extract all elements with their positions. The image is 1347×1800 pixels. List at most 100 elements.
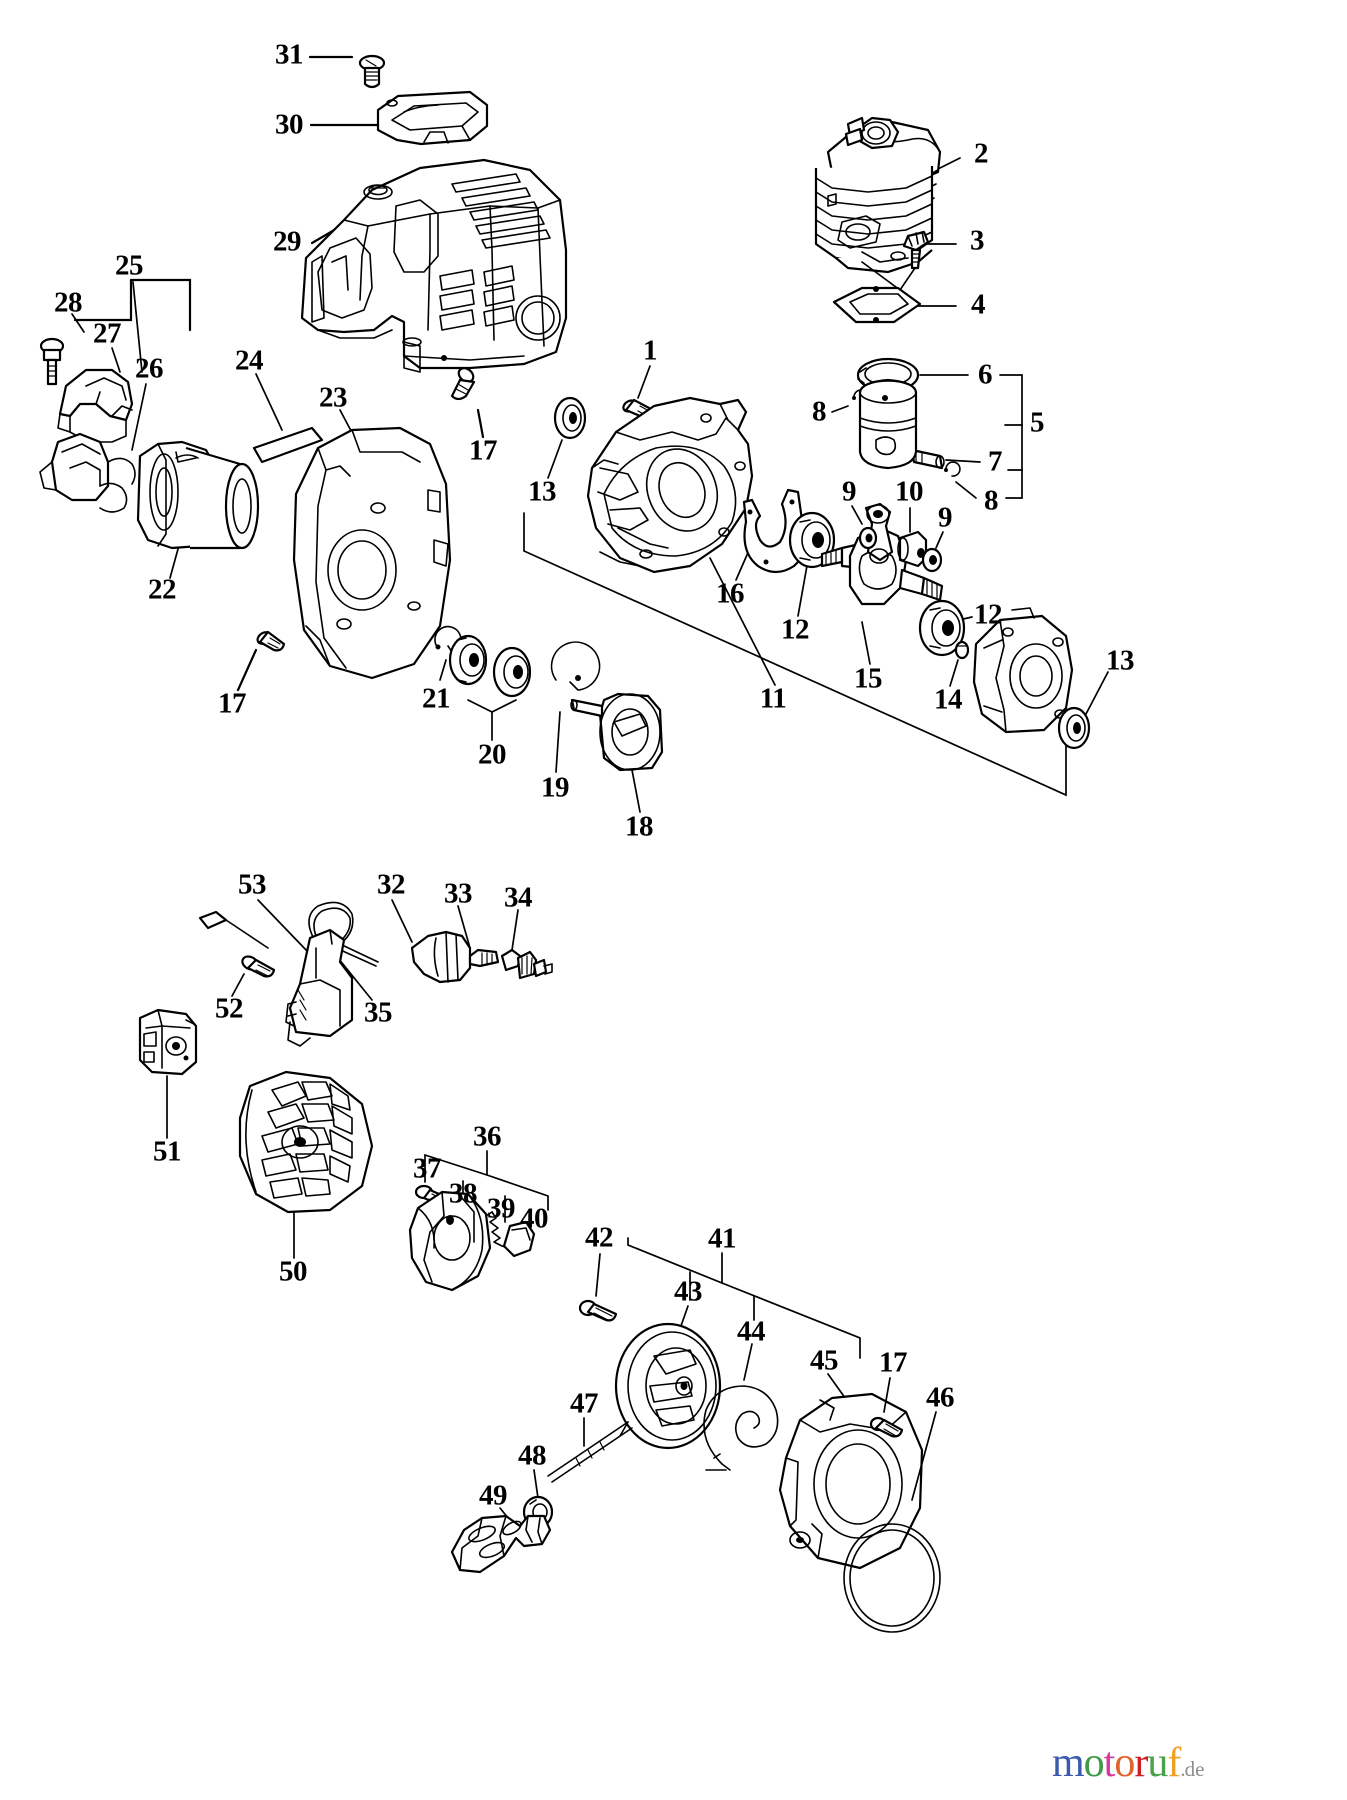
watermark-letter: o bbox=[1083, 1740, 1105, 1786]
callout-31-screw-clip: 31 bbox=[275, 38, 304, 71]
part-2-cylinder bbox=[814, 116, 961, 274]
callout-30-cover-clip: 30 bbox=[275, 108, 304, 141]
callout-12-crank-bearing-left: 12 bbox=[781, 613, 810, 646]
callout-23-clutch-housing-cover: 23 bbox=[319, 381, 348, 414]
callout-35-ignition-coil: 35 bbox=[364, 996, 393, 1029]
part-42-starter-screw bbox=[578, 1253, 618, 1322]
part-24-shim-plate bbox=[252, 373, 324, 464]
callout-10-needle-bearing: 10 bbox=[895, 475, 924, 508]
part-11-crankcase-right-half bbox=[972, 607, 1074, 734]
callout-29-engine-cover: 29 bbox=[273, 225, 302, 258]
part-8-circlip-right bbox=[944, 461, 977, 499]
part-10-needle-bearing bbox=[897, 507, 928, 568]
part-23-clutch-housing-cover bbox=[292, 409, 452, 680]
callout-9-thrust-washer-left: 9 bbox=[842, 475, 857, 508]
part-18-clutch-drum bbox=[570, 692, 664, 813]
callout-45-starter-case: 45 bbox=[810, 1344, 839, 1377]
part-40-clutch-weight bbox=[502, 1220, 536, 1258]
callout-51-stop-switch: 51 bbox=[153, 1135, 182, 1168]
callout-12-crank-bearing-right: 12 bbox=[974, 598, 1003, 631]
callout-49-starter-grip: 49 bbox=[479, 1479, 508, 1512]
callout-53-lead-wire: 53 bbox=[238, 868, 267, 901]
callout-38-clutch-shoe: 38 bbox=[449, 1177, 478, 1210]
part-49-starter-grip bbox=[450, 1507, 552, 1574]
callout-37-clutch-screw: 37 bbox=[413, 1152, 442, 1185]
callout-33-terminal-nut: 33 bbox=[444, 877, 473, 910]
callout-13-oil-seal-left: 13 bbox=[528, 475, 557, 508]
part-27-clamp-upper-half bbox=[57, 347, 134, 443]
callout-50-flywheel: 50 bbox=[279, 1255, 308, 1288]
part-14-dowel-pin bbox=[949, 640, 970, 687]
watermark-suffix: de bbox=[1184, 1757, 1205, 1781]
callout-39-clutch-spring: 39 bbox=[487, 1192, 516, 1225]
callout-8-circlip-left: 8 bbox=[812, 395, 827, 428]
part-11-crankcase-assembly bbox=[523, 396, 1067, 797]
callout-17-screw: 17 bbox=[879, 1346, 908, 1379]
watermark-letter: t bbox=[1103, 1740, 1116, 1786]
callout-3-decompression-valve: 3 bbox=[970, 224, 985, 257]
part-13-oil-seal-left bbox=[547, 396, 587, 479]
watermark-letter: o bbox=[1114, 1740, 1135, 1786]
part-7-piston-pin bbox=[910, 448, 981, 470]
callout-17-screw: 17 bbox=[469, 434, 498, 467]
callout-36-clutch-assembly: 36 bbox=[473, 1120, 502, 1153]
part-53-lead-wire bbox=[198, 899, 309, 953]
callout-5-piston-assembly: 5 bbox=[1030, 406, 1045, 439]
part-9-thrust-washer-left bbox=[851, 505, 878, 550]
part-34-spark-plug bbox=[500, 909, 553, 980]
callout-16-crankcase-gasket: 16 bbox=[716, 577, 745, 610]
part-52-coil-screw bbox=[231, 955, 276, 997]
callout-21-snap-ring-small: 21 bbox=[422, 682, 451, 715]
callout-18-clutch-drum: 18 bbox=[625, 810, 654, 843]
part-35-ignition-coil bbox=[285, 901, 379, 1047]
callout-28-clamp-bolt: 28 bbox=[54, 286, 83, 319]
callout-42-starter-screw: 42 bbox=[585, 1221, 614, 1254]
watermark-letter: r bbox=[1134, 1740, 1148, 1786]
part-26-clamp-lower-half bbox=[39, 383, 147, 513]
part-51-stop-switch bbox=[138, 1008, 198, 1139]
callout-40-clutch-weight: 40 bbox=[520, 1202, 549, 1235]
part-17-screw-starter bbox=[869, 1377, 904, 1438]
callout-32-spark-plug-cap: 32 bbox=[377, 868, 406, 901]
part-20-ball-bearings bbox=[448, 634, 532, 741]
part-29-engine-cover bbox=[300, 158, 568, 373]
callout-11-crankcase-assembly: 11 bbox=[759, 682, 787, 715]
part-43-starter-reel bbox=[614, 1305, 722, 1450]
part-30-cover-clip bbox=[309, 90, 489, 146]
part-47-starter-rope bbox=[547, 1417, 633, 1483]
callout-9-thrust-washer-right: 9 bbox=[938, 501, 953, 534]
part-46-starter-seal-ring bbox=[843, 1411, 941, 1633]
callout-15-crankshaft: 15 bbox=[854, 662, 883, 695]
callout-17-screw: 17 bbox=[218, 687, 247, 720]
part-17-screw-cover bbox=[450, 367, 485, 439]
part-25-clamp-assembly-bracket bbox=[73, 278, 192, 373]
watermark-letter: m bbox=[1052, 1740, 1085, 1786]
callout-13-oil-seal-right: 13 bbox=[1106, 644, 1135, 677]
callout-26-clamp-lower-half: 26 bbox=[135, 352, 164, 385]
callout-25-clamp-assembly: 25 bbox=[115, 249, 144, 282]
callout-27-clamp-upper-half: 27 bbox=[93, 317, 122, 350]
watermark-letter: u bbox=[1147, 1740, 1168, 1786]
callout-24-shim-plate: 24 bbox=[235, 344, 264, 377]
part-44-rewind-spring bbox=[703, 1343, 779, 1471]
part-17-screw-housing bbox=[236, 630, 286, 692]
callout-14-dowel-pin: 14 bbox=[934, 683, 963, 716]
part-13-oil-seal-right bbox=[1057, 671, 1109, 750]
callout-34-spark-plug: 34 bbox=[504, 881, 533, 914]
part-19-snap-ring-large bbox=[550, 641, 601, 773]
motoruf-watermark: motoruf.de bbox=[1052, 1742, 1204, 1784]
callout-20-ball-bearings: 20 bbox=[478, 738, 507, 771]
part-4-cylinder-gasket bbox=[832, 286, 957, 324]
part-3-decompression-valve bbox=[861, 230, 957, 291]
part-9-thrust-washer-right bbox=[921, 531, 944, 573]
part-22-drive-shaft-housing bbox=[136, 440, 260, 579]
part-38-clutch-shoe bbox=[408, 1190, 492, 1292]
callout-6-piston-ring: 6 bbox=[978, 358, 993, 391]
watermark-letter: f bbox=[1167, 1740, 1181, 1786]
callout-41-recoil-starter-assembly: 41 bbox=[708, 1222, 737, 1255]
callout-43-starter-reel: 43 bbox=[674, 1275, 703, 1308]
callout-52-coil-screw: 52 bbox=[215, 992, 244, 1025]
callout-4-cylinder-gasket: 4 bbox=[971, 288, 986, 321]
